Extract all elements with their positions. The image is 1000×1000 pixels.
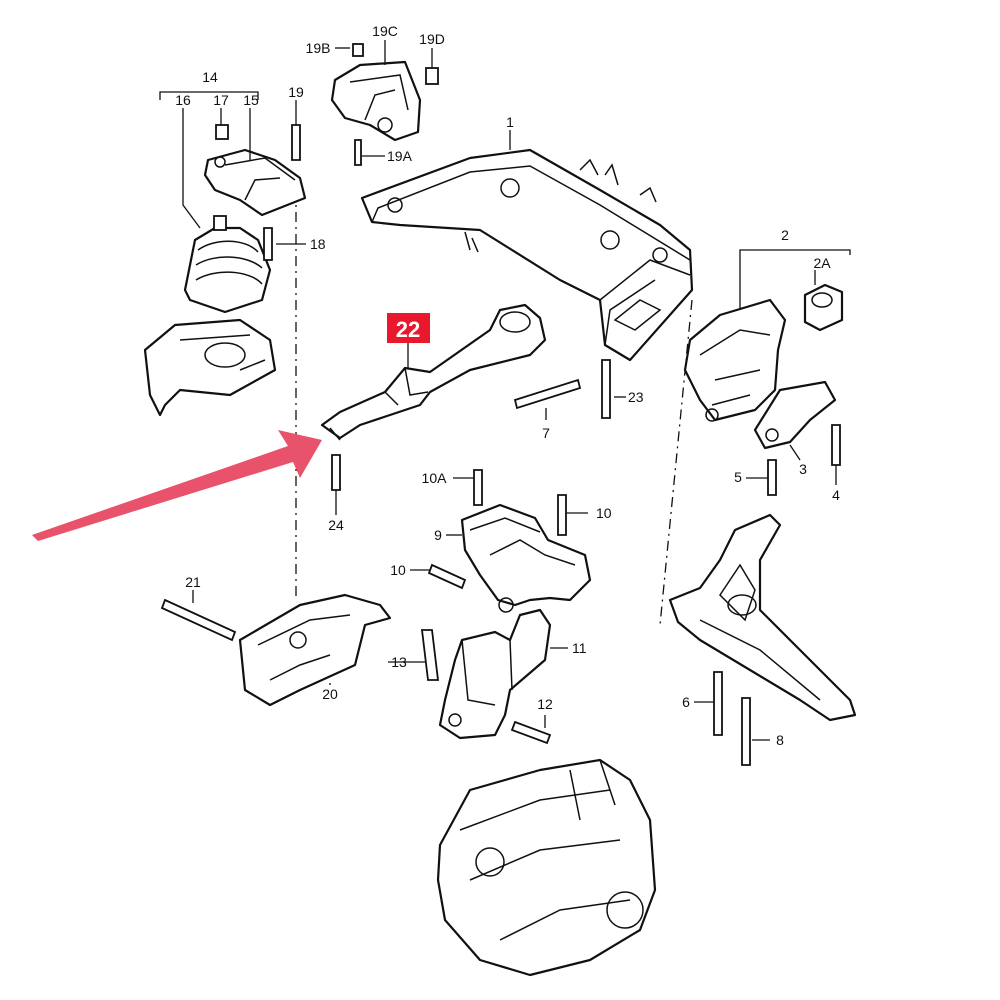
bolt-18 bbox=[263, 227, 273, 261]
label-2: 2 bbox=[781, 227, 789, 243]
label-18: 18 bbox=[310, 236, 326, 252]
highlight-box-22 bbox=[387, 313, 430, 343]
label-4: 4 bbox=[832, 487, 840, 503]
label-1: 1 bbox=[506, 114, 514, 130]
bolt-10-right bbox=[557, 494, 567, 536]
label-14: 14 bbox=[202, 69, 218, 85]
label-12: 12 bbox=[537, 696, 553, 712]
bolt-10a bbox=[473, 469, 483, 506]
label-19: 19 bbox=[288, 84, 304, 100]
label-23: 23 bbox=[628, 389, 644, 405]
label-21: 21 bbox=[185, 574, 201, 590]
label-19c: 19C bbox=[372, 23, 398, 39]
label-10-right: 10 bbox=[596, 505, 612, 521]
label-11: 11 bbox=[572, 640, 587, 656]
bushing-2a bbox=[803, 283, 844, 332]
bolt-12 bbox=[510, 720, 552, 745]
label-15: 15 bbox=[243, 92, 259, 108]
label-20: 20 bbox=[322, 686, 338, 702]
mount-bracket-2 bbox=[683, 298, 787, 422]
bolt-13 bbox=[420, 629, 440, 681]
bolt-19a bbox=[354, 139, 362, 166]
label-6: 6 bbox=[682, 694, 690, 710]
assembly-line-right bbox=[659, 299, 693, 626]
label-10-left: 10 bbox=[390, 562, 406, 578]
label-19b: 19B bbox=[306, 40, 331, 56]
bolt-24 bbox=[331, 454, 341, 491]
label-10a: 10A bbox=[422, 470, 448, 486]
label-16: 16 bbox=[175, 92, 191, 108]
bolt-23 bbox=[601, 359, 611, 419]
transmission-mount-9 bbox=[460, 503, 592, 613]
bolt-19b bbox=[352, 43, 364, 57]
label-17: 17 bbox=[213, 92, 229, 108]
engine-mount-14 bbox=[143, 124, 307, 417]
bolt-19d bbox=[425, 67, 439, 85]
highlight-label-22: 22 bbox=[396, 317, 420, 342]
leader-lines bbox=[159, 40, 851, 741]
label-19d: 19D bbox=[419, 31, 445, 47]
label-24: 24 bbox=[328, 517, 344, 533]
label-19a: 19A bbox=[387, 148, 413, 164]
bolt-10-left bbox=[427, 563, 467, 590]
bracket-20 bbox=[238, 593, 392, 707]
bolt-6 bbox=[713, 671, 723, 736]
bolt-8 bbox=[741, 697, 751, 766]
bolt-4 bbox=[831, 424, 841, 466]
label-9: 9 bbox=[434, 527, 442, 543]
control-arm bbox=[668, 513, 857, 722]
label-5: 5 bbox=[734, 469, 742, 485]
label-7: 7 bbox=[542, 425, 550, 441]
label-8: 8 bbox=[776, 732, 784, 748]
torque-support-22 bbox=[320, 303, 547, 441]
bolt-19 bbox=[291, 124, 301, 161]
label-13: 13 bbox=[391, 654, 407, 670]
gearbox bbox=[436, 758, 657, 977]
label-3: 3 bbox=[799, 461, 807, 477]
pointer-arrow bbox=[32, 430, 322, 541]
bracket-19c bbox=[330, 60, 422, 142]
bolt-5 bbox=[767, 459, 777, 496]
bracket-11 bbox=[438, 608, 552, 740]
bolt-21 bbox=[160, 598, 237, 642]
subframe bbox=[360, 148, 694, 362]
label-2a: 2A bbox=[813, 255, 831, 271]
bracket-3 bbox=[753, 380, 837, 450]
bolt-7 bbox=[513, 378, 582, 410]
